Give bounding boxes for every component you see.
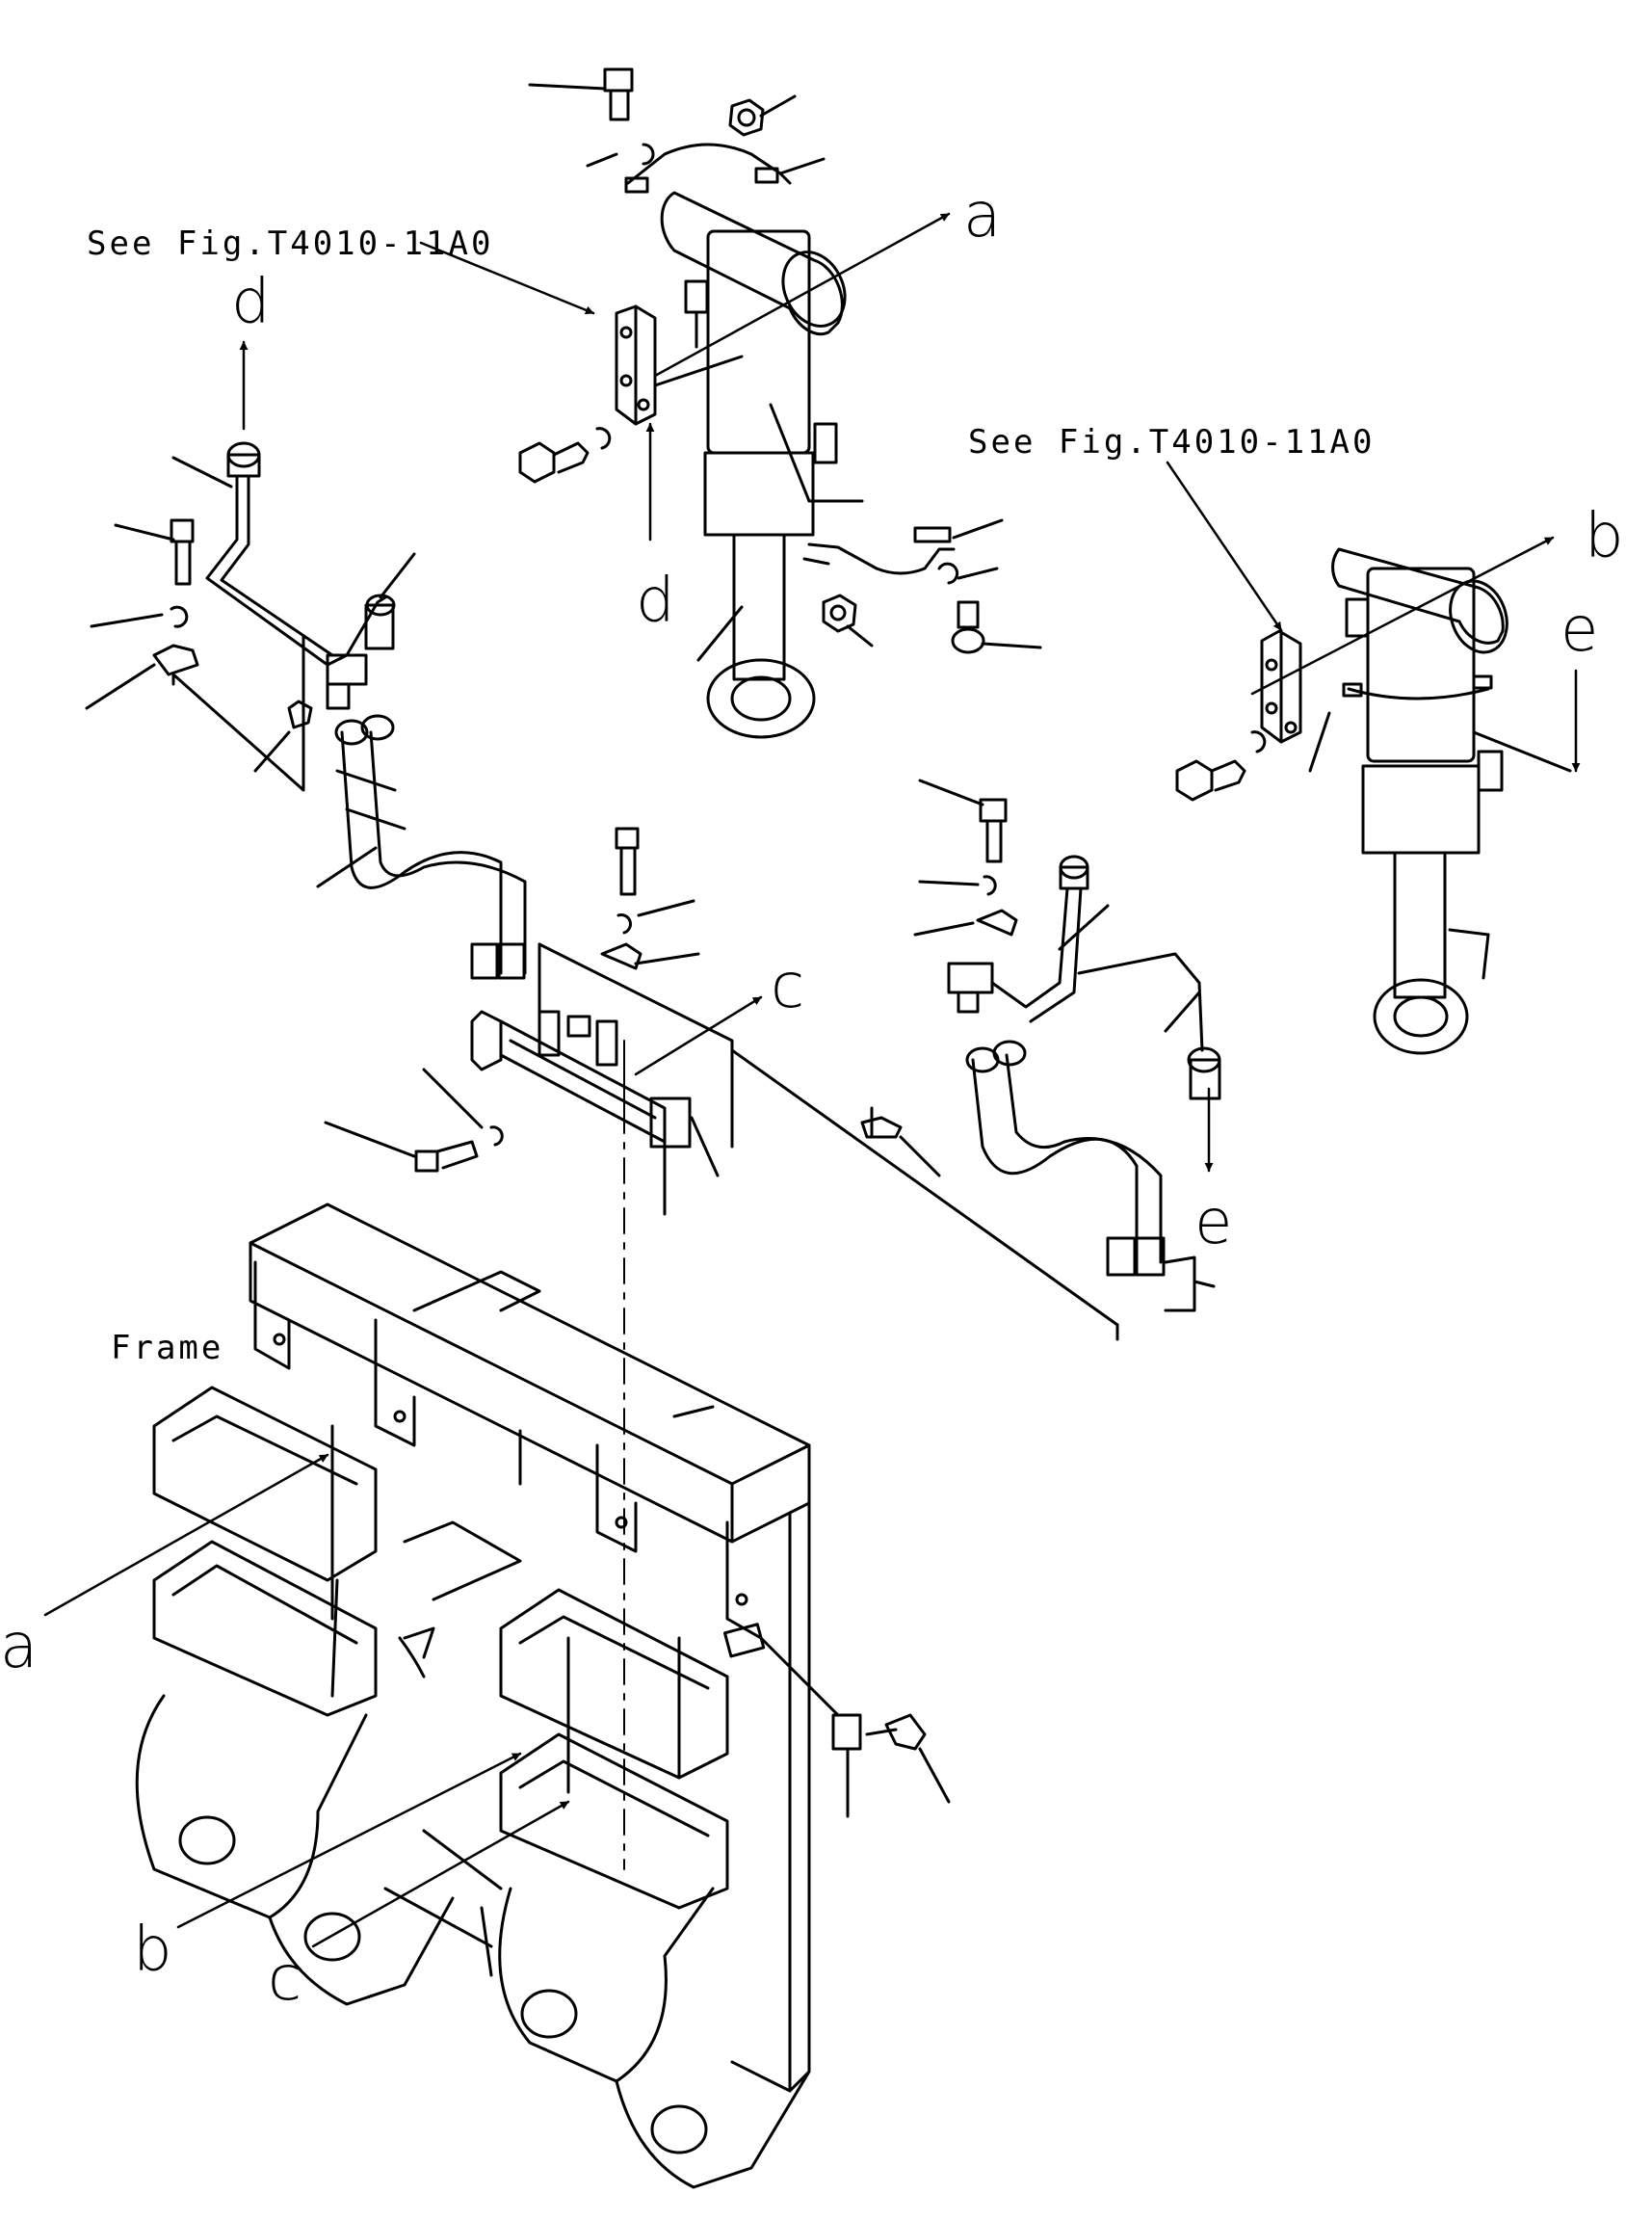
callout-arrows (45, 214, 1581, 1946)
clamp-block-right (1177, 631, 1488, 978)
twin-hoses-left (318, 716, 525, 978)
frame-label: Frame (111, 1329, 223, 1367)
callout-d-mid: d (636, 566, 675, 637)
callout-e-bottom: e (1194, 1187, 1232, 1258)
clamp-block-top-left (616, 306, 742, 424)
callout-a-top: a (963, 180, 1001, 251)
right-tube-assembly (862, 780, 1219, 1176)
twin-hoses-right (967, 1042, 1214, 1310)
hydraulic-cylinder-left (662, 193, 856, 737)
callout-c-top: c (771, 951, 804, 1022)
center-valve-manifold (326, 829, 1117, 1339)
left-tube-assembly (87, 443, 414, 790)
callout-c-bottom: c (268, 1943, 302, 2015)
callout-a-bottom: a (0, 1611, 38, 1682)
clamp-bolt-top-left (520, 429, 610, 482)
callout-d-top: d (231, 267, 271, 338)
frame (137, 1204, 949, 2187)
callout-b-bottom: b (133, 1915, 172, 1986)
top-leader-lines (530, 85, 824, 173)
callout-e-top: e (1560, 595, 1598, 666)
callout-b-top: b (1585, 501, 1624, 572)
reference-label-right: See Fig.T4010-11A0 (968, 423, 1375, 462)
reference-label-top: See Fig.T4010-11A0 (87, 225, 493, 263)
lower-band-clamp (698, 405, 1040, 660)
hydraulic-cylinder-right (1333, 549, 1570, 1053)
top-bolt-parts (605, 69, 790, 192)
